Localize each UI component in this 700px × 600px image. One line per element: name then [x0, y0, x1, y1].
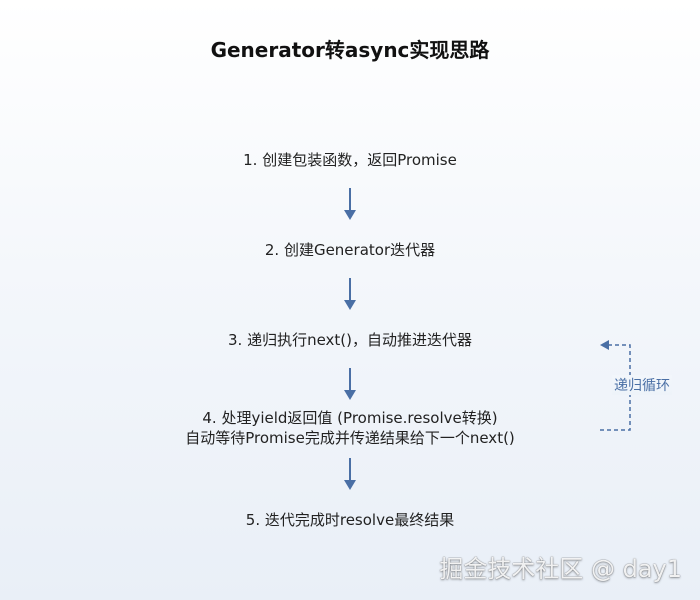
step-4-line-1: 4. 处理yield返回值 (Promise.resolve转换): [202, 409, 498, 427]
watermark: 掘金技术社区 @ day1: [439, 555, 682, 583]
step-4: 4. 处理yield返回值 (Promise.resolve转换) 自动等待Pr…: [0, 408, 700, 448]
down-arrow-icon: [344, 278, 356, 310]
step-1: 1. 创建包装函数，返回Promise: [243, 151, 457, 169]
loop-label: 递归循环: [612, 375, 672, 395]
down-arrow-icon: [344, 458, 356, 490]
down-arrow-icon: [344, 188, 356, 220]
step-2: 2. 创建Generator迭代器: [264, 241, 436, 259]
diagram-title: Generator转async实现思路: [210, 38, 490, 62]
down-arrow-icon: [344, 368, 356, 400]
step-3: 3. 递归执行next()，自动推进迭代器: [227, 331, 472, 349]
step-4-line-2: 自动等待Promise完成并传递结果给下一个next(): [185, 429, 515, 447]
step-5: 5. 迭代完成时resolve最终结果: [245, 511, 455, 529]
